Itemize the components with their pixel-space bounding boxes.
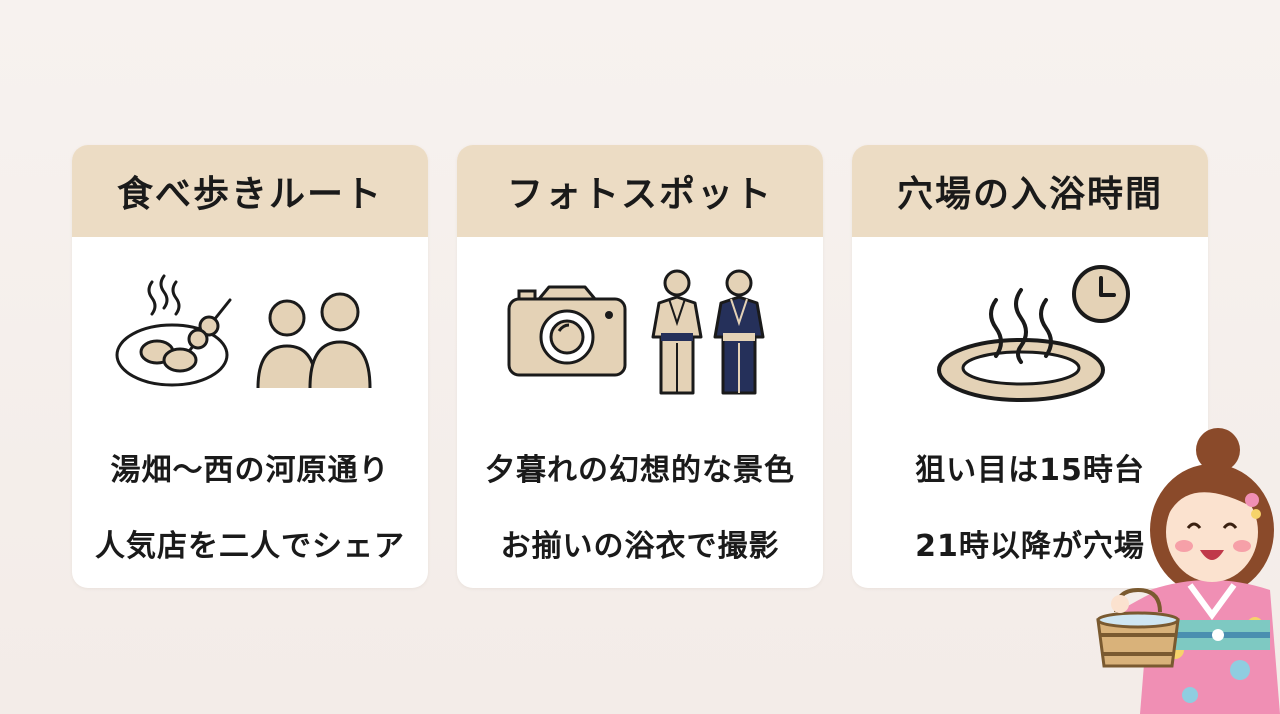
card-title: 穴場の入浴時間 xyxy=(852,145,1208,237)
yukata-girl-mascot xyxy=(1096,428,1280,714)
card-photo-spot: フォトスポット 夕暮れの幻想的な景色 お揃いの浴衣で撮影 xyxy=(457,145,823,588)
two-people-icon xyxy=(256,292,372,389)
yukata-couple-icon xyxy=(651,269,765,395)
hot-spring-icon xyxy=(937,288,1105,402)
card-title: フォトスポット xyxy=(457,145,823,237)
card-line-2: 人気店を二人でシェア xyxy=(95,529,405,564)
clock-icon xyxy=(1072,265,1130,323)
card-title: 食べ歩きルート xyxy=(72,145,428,237)
street-food-skewer-icon xyxy=(115,274,232,387)
card-illustration xyxy=(457,255,823,435)
card-line-2: 21時以降が穴場 xyxy=(915,529,1145,564)
card-bath-time: 穴場の入浴時間 狙い目は15時台 21時以降が穴場 xyxy=(852,145,1208,588)
card-illustration xyxy=(72,255,428,435)
card-food-route: 食べ歩きルート 湯畑〜西の河原通り 人気店を二人でシェア xyxy=(72,145,428,588)
card-line-2: お揃いの浴衣で撮影 xyxy=(500,529,780,564)
camera-icon xyxy=(507,285,627,377)
card-illustration xyxy=(852,255,1208,435)
card-line-1: 夕暮れの幻想的な景色 xyxy=(485,453,795,488)
card-line-1: 狙い目は15時台 xyxy=(915,453,1145,488)
card-line-1: 湯畑〜西の河原通り xyxy=(110,453,390,488)
